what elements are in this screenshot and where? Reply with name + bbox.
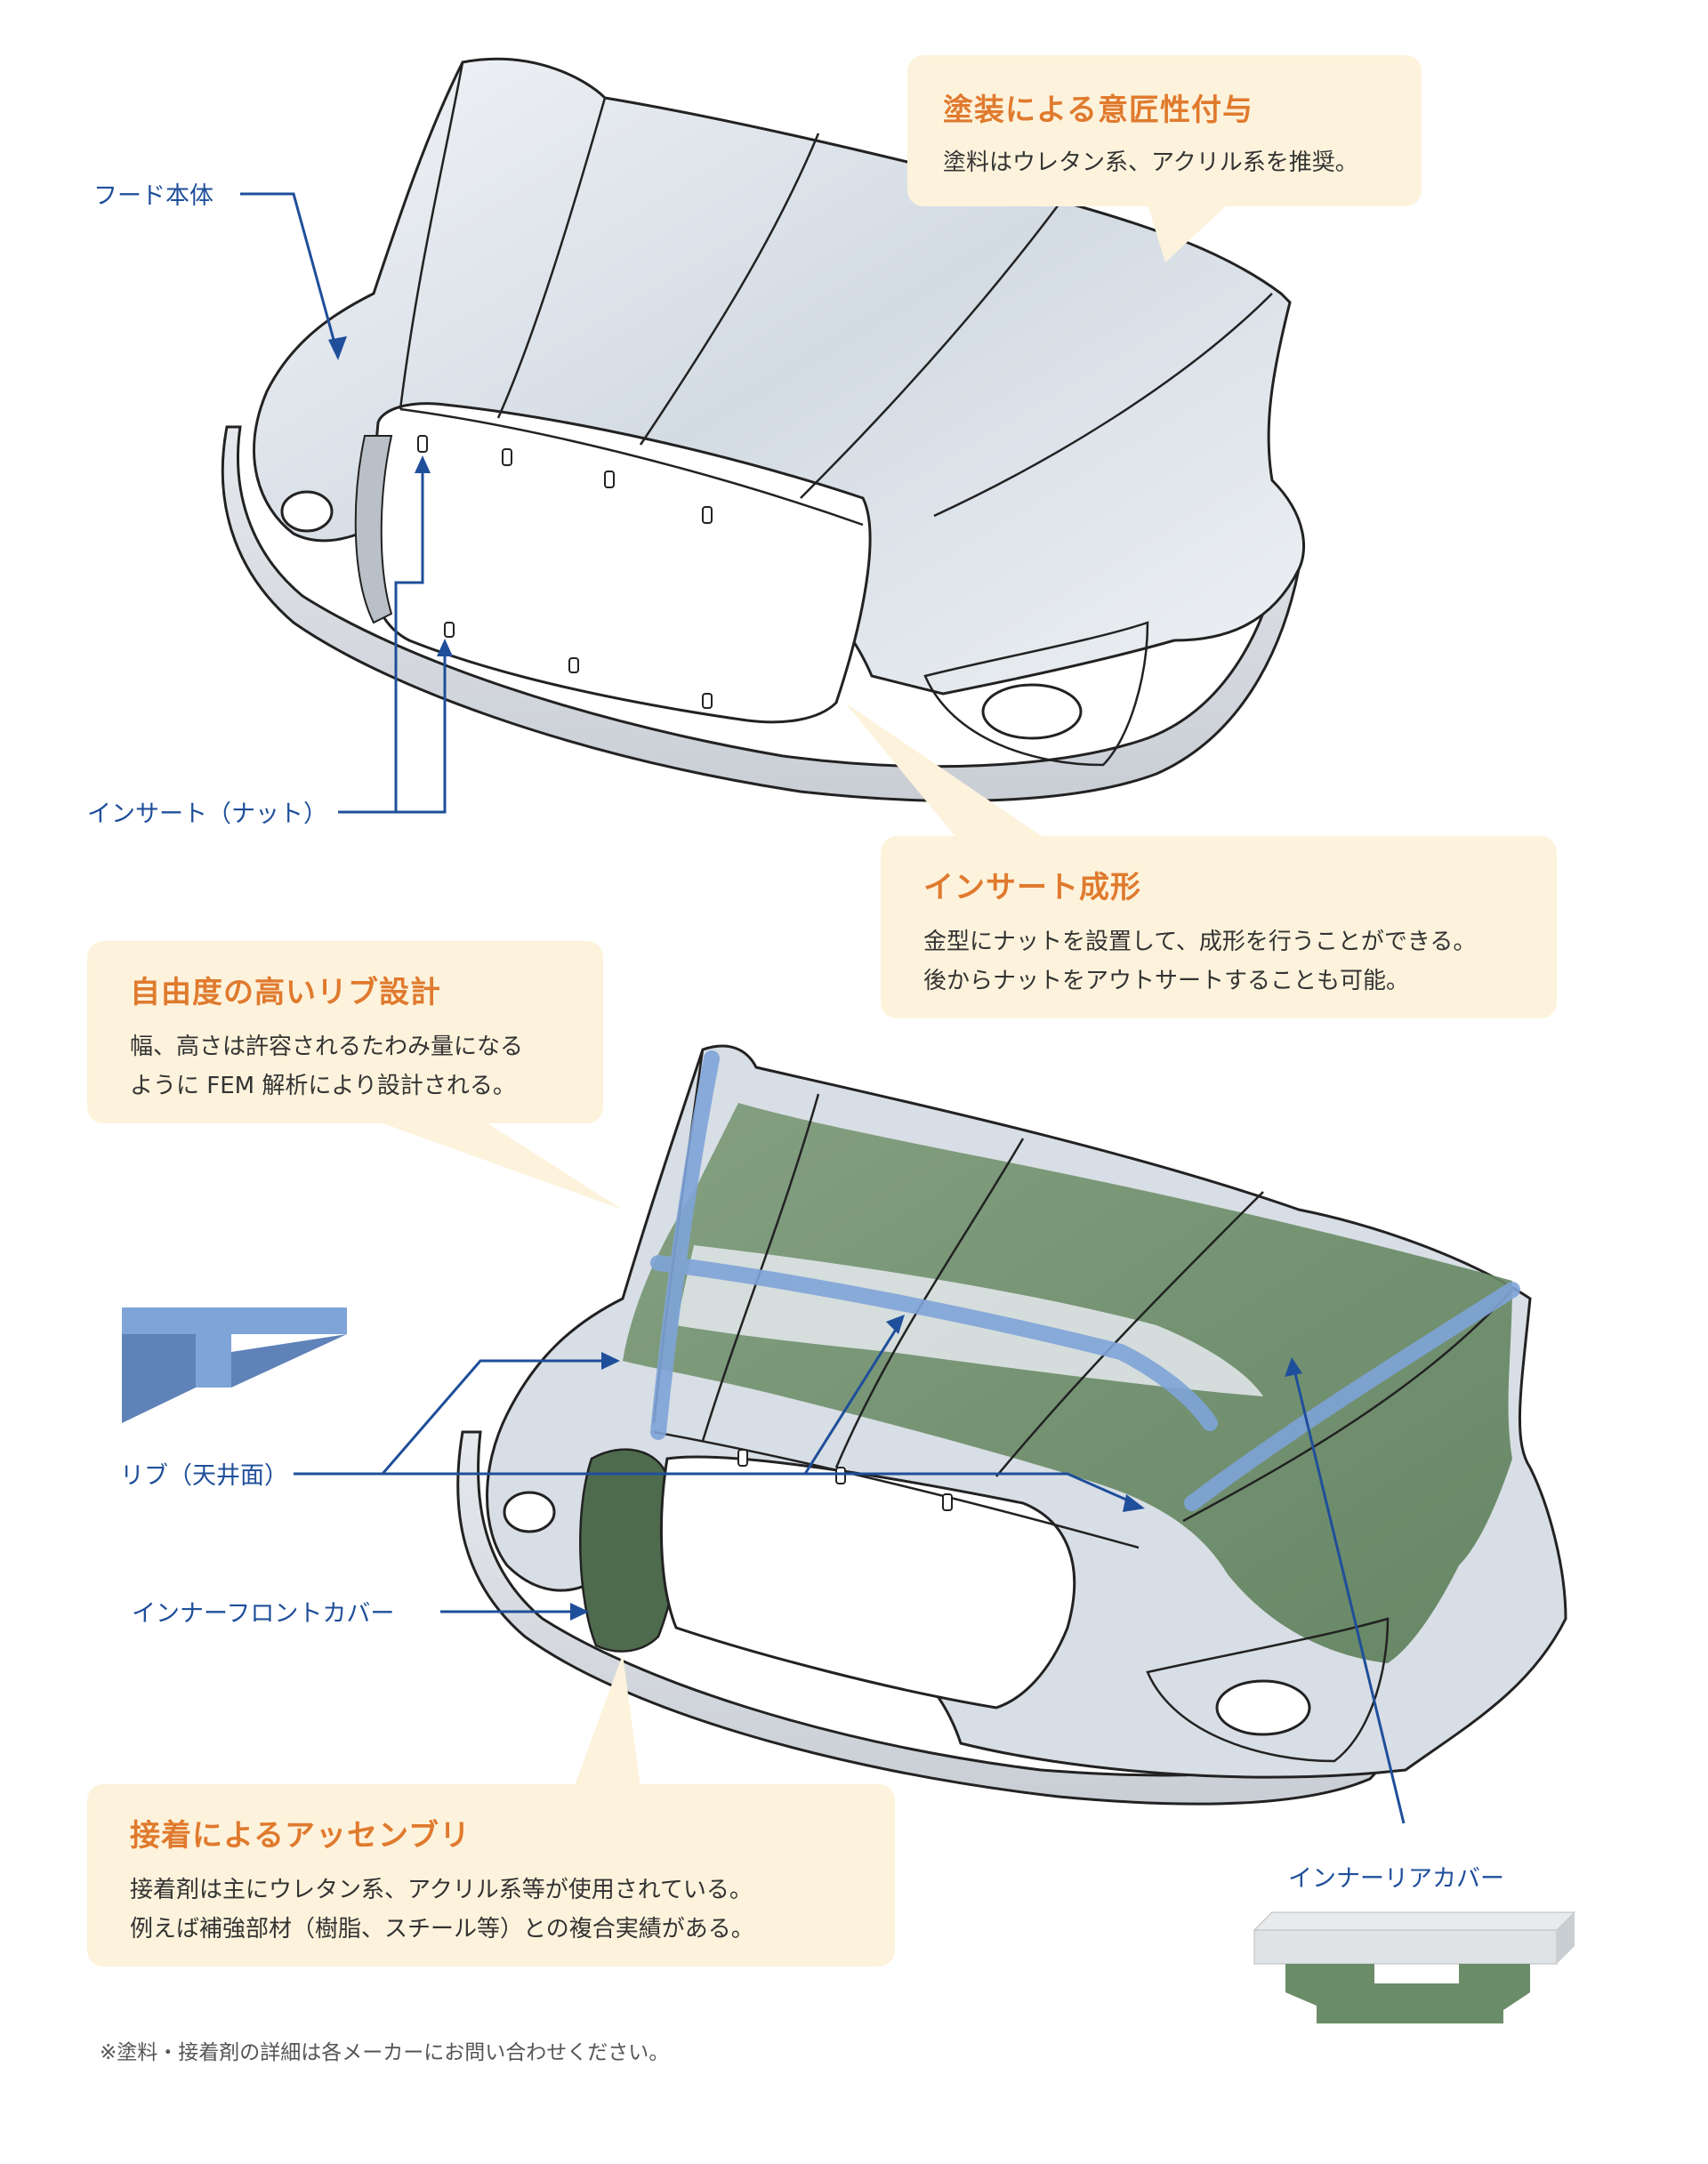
top-fog-lamp-left (280, 490, 334, 533)
rib-cross-section-icon (122, 1307, 347, 1423)
footnote: ※塗料・接着剤の詳細は各メーカーにお問い合わせください。 (100, 2041, 670, 2064)
top-grille-opening (367, 402, 872, 724)
top-insert-nuts (417, 435, 713, 709)
top-grille-inner-frame (354, 435, 393, 624)
label-insert-nut: インサート（ナット） (87, 800, 327, 828)
callout-painting-text: 塗料はウレタン系、アクリル系を推奨。 (943, 149, 1358, 176)
bottom-grille-opening (659, 1455, 1076, 1709)
callout-insert-molding-line-2: 後からナットをアウトサートすることも可能。 (923, 968, 1410, 994)
callout-adhesive-assembly-title: 接着によるアッセンブリ (130, 1818, 471, 1854)
label-hood-body: フード本体 (93, 182, 214, 210)
label-rib-ceiling: リブ（天井面） (120, 1462, 288, 1490)
bottom-inner-rear-cover-area (623, 1103, 1512, 1663)
leader-lines (240, 192, 1406, 1824)
leader-arrowheads (328, 336, 1302, 1621)
top-lamp-housing-right (923, 621, 1149, 767)
callout-adhesive-assembly-line-1: 接着剤は主にウレタン系、アクリル系等が使用されている。 (130, 1877, 753, 1903)
label-inner-front-cover: インナーフロントカバー (132, 1600, 395, 1628)
top-fog-lamp-right (981, 683, 1083, 740)
callout-insert-molding-line-1: 金型にナットを設置して、成形を行うことができる。 (923, 929, 1477, 955)
bottom-hood-illustration (456, 1044, 1567, 1806)
bottom-insert-nuts (737, 1449, 953, 1511)
callout-tails (338, 205, 1228, 1788)
callout-adhesive-assembly: 接着によるアッセンブリ 接着剤は主にウレタン系、アクリル系等が使用されている。 … (87, 1784, 895, 1967)
bottom-ribs (650, 1050, 1520, 1511)
bottom-fog-lamp-right (1215, 1679, 1311, 1736)
callout-adhesive-assembly-line-2: 例えば補強部材（樹脂、スチール等）との複合実績がある。 (130, 1916, 754, 1943)
callout-insert-molding-title: インサート成形 (923, 870, 1141, 905)
callout-rib-design-line-1: 幅、高さは許容されるたわみ量になる (130, 1034, 524, 1060)
callout-rib-design: 自由度の高いリブ設計 幅、高さは許容されるたわみ量になる ように FEM 解析に… (87, 941, 603, 1123)
callout-insert-molding: インサート成形 金型にナットを設置して、成形を行うことができる。 後からナットを… (881, 836, 1557, 1018)
top-hood-style-lines (399, 61, 1273, 527)
bottom-fog-lamp-left (503, 1491, 556, 1533)
label-inner-rear-cover: インナーリアカバー (1288, 1865, 1504, 1893)
callout-painting-title: 塗装による意匠性付与 (943, 93, 1253, 128)
bottom-inner-front-cover (579, 1448, 679, 1653)
top-hood-illustration (221, 57, 1305, 802)
inner-rear-cover-section-icon (1253, 1911, 1576, 2023)
callout-rib-design-line-2: ように FEM 解析により設計される。 (130, 1073, 516, 1099)
callout-painting: 塗装による意匠性付与 塗料はウレタン系、アクリル系を推奨。 (907, 55, 1422, 206)
callout-rib-design-title: 自由度の高いリブ設計 (130, 975, 441, 1010)
